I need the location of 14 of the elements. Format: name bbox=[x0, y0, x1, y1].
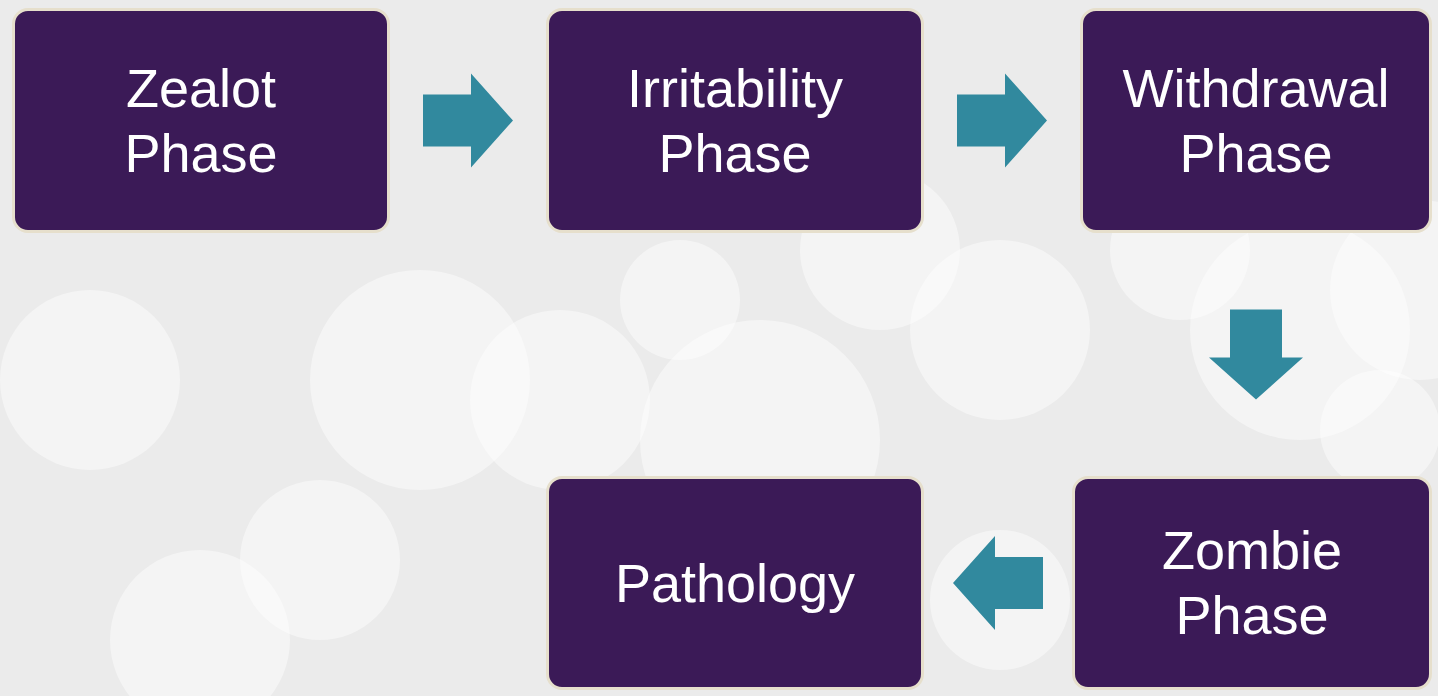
phase-box bbox=[1072, 476, 1432, 690]
phase-label: Irritability Phase bbox=[626, 56, 844, 185]
phase-box bbox=[546, 8, 924, 233]
block-arrow bbox=[953, 536, 1043, 630]
phase-box bbox=[1080, 8, 1432, 233]
phase-box bbox=[546, 476, 924, 690]
block-arrow bbox=[957, 73, 1047, 168]
phase-label: Pathology bbox=[614, 551, 856, 615]
block-arrow bbox=[423, 73, 513, 168]
phase-label: Zombie Phase bbox=[1160, 519, 1344, 647]
phase-box bbox=[12, 8, 390, 233]
phase-label: Zealot Phase bbox=[123, 56, 279, 185]
phase-label: Withdrawal Phase bbox=[1121, 56, 1391, 185]
block-arrow bbox=[1209, 309, 1303, 400]
